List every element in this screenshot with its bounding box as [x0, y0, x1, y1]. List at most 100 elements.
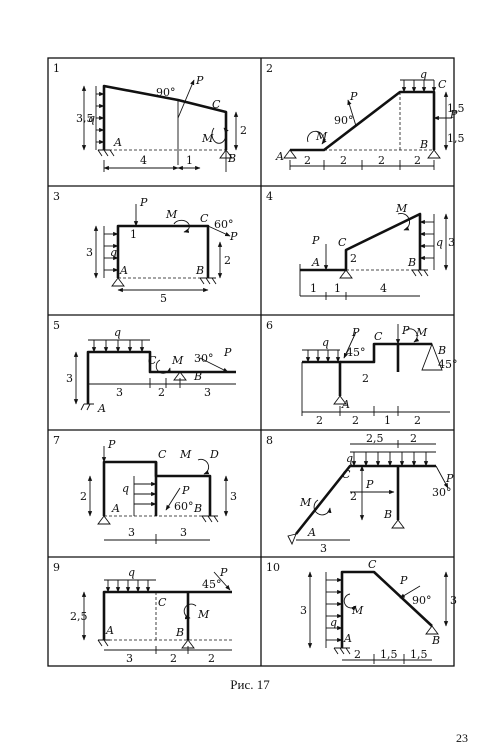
svg-text:2: 2 [266, 62, 273, 75]
svg-text:P: P [401, 324, 410, 337]
svg-text:q: q [114, 326, 121, 339]
svg-text:C: C [158, 596, 167, 609]
svg-text:10: 10 [266, 561, 280, 574]
svg-text:3: 3 [180, 526, 187, 539]
svg-text:3: 3 [128, 526, 135, 539]
svg-text:45°: 45° [346, 346, 366, 359]
svg-text:P: P [219, 566, 228, 579]
svg-text:B: B [195, 264, 204, 277]
figure-caption: Рис. 17 [230, 677, 270, 692]
svg-text:B: B [383, 508, 392, 521]
svg-text:B: B [419, 138, 428, 151]
svg-text:M: M [201, 132, 214, 145]
panel-number: 1 [53, 62, 60, 75]
svg-text:60°: 60° [174, 500, 194, 513]
svg-text:q: q [436, 236, 443, 249]
svg-text:P: P [139, 196, 148, 209]
svg-text:2: 2 [362, 372, 369, 385]
svg-text:4: 4 [140, 154, 147, 167]
svg-text:M: M [197, 608, 210, 621]
svg-text:90°: 90° [156, 86, 176, 99]
svg-text:M: M [315, 130, 328, 143]
svg-text:1: 1 [310, 282, 317, 295]
svg-text:P: P [399, 574, 408, 587]
svg-text:q: q [420, 68, 427, 81]
svg-text:3,5: 3,5 [76, 112, 94, 125]
svg-text:2: 2 [80, 490, 87, 503]
svg-text:C: C [374, 330, 383, 343]
svg-text:A: A [111, 502, 120, 515]
svg-text:B: B [193, 370, 202, 383]
svg-text:2: 2 [414, 414, 421, 427]
svg-text:C: C [438, 78, 447, 91]
svg-text:P: P [181, 484, 190, 497]
page-number: 23 [456, 731, 468, 745]
svg-text:A: A [275, 150, 284, 163]
svg-text:B: B [193, 502, 202, 515]
svg-text:M: M [171, 354, 184, 367]
svg-text:C: C [342, 468, 351, 481]
svg-text:q: q [322, 336, 329, 349]
svg-text:90°: 90° [412, 594, 432, 607]
svg-text:A: A [311, 256, 320, 269]
svg-text:M: M [415, 326, 428, 339]
svg-text:3: 3 [86, 246, 93, 259]
svg-text:3: 3 [204, 386, 211, 399]
svg-text:45°: 45° [438, 358, 458, 371]
svg-text:C: C [200, 212, 209, 225]
panel-10: 10 A B C M P q 90° 3 3 2 1,5 [266, 558, 457, 664]
svg-text:A: A [105, 624, 114, 637]
svg-text:6: 6 [266, 319, 273, 332]
svg-text:P: P [107, 438, 116, 451]
svg-text:2,5: 2,5 [70, 610, 88, 623]
svg-text:1: 1 [130, 228, 137, 241]
svg-text:2: 2 [352, 414, 359, 427]
svg-text:2: 2 [378, 154, 385, 167]
svg-text:M: M [179, 448, 192, 461]
panel-3: 3 A B C M P P q 60° 3 5 2 1 [53, 190, 238, 305]
svg-text:C: C [338, 236, 347, 249]
svg-text:A: A [113, 136, 122, 149]
panel-2: 2 A B C M P P q 90° [266, 62, 465, 170]
svg-text:2,5: 2,5 [366, 432, 384, 445]
svg-text:P: P [195, 74, 204, 87]
svg-text:1,5: 1,5 [447, 132, 465, 145]
svg-text:P: P [223, 346, 232, 359]
svg-text:B: B [175, 626, 184, 639]
svg-text:2: 2 [240, 124, 247, 137]
svg-text:q: q [128, 566, 135, 579]
svg-text:C: C [212, 98, 221, 111]
svg-text:P: P [449, 108, 458, 121]
svg-text:M: M [165, 208, 178, 221]
svg-text:4: 4 [266, 190, 273, 203]
panel-4: 4 A B C M P q 1 1 4 3 2 [266, 190, 455, 300]
svg-text:5: 5 [53, 319, 60, 332]
svg-text:1,5: 1,5 [410, 648, 428, 661]
svg-text:3: 3 [300, 604, 307, 617]
svg-text:30°: 30° [194, 352, 214, 365]
svg-text:A: A [307, 526, 316, 539]
svg-text:1: 1 [186, 154, 193, 167]
svg-text:3: 3 [66, 372, 73, 385]
svg-text:3: 3 [230, 490, 237, 503]
panel-8: 8 A B C M P P q 30° 2,5 [266, 432, 454, 555]
svg-text:B: B [227, 152, 236, 165]
svg-text:A: A [97, 402, 106, 415]
svg-text:2: 2 [410, 432, 417, 445]
svg-text:P: P [349, 90, 358, 103]
svg-text:2: 2 [354, 648, 361, 661]
svg-text:P: P [445, 472, 454, 485]
svg-text:2: 2 [350, 490, 357, 503]
svg-text:2: 2 [316, 414, 323, 427]
svg-text:2: 2 [224, 254, 231, 267]
svg-text:60°: 60° [214, 218, 234, 231]
svg-text:C: C [368, 558, 377, 571]
svg-text:q: q [330, 616, 337, 629]
svg-text:2: 2 [340, 154, 347, 167]
panel-9: 9 A B C M P q 45° 2,5 3 2 2 [53, 561, 232, 665]
svg-text:4: 4 [380, 282, 387, 295]
svg-text:3: 3 [116, 386, 123, 399]
svg-text:C: C [158, 448, 167, 461]
panel-7: 7 A B C D M P P q 60° 2 3 3 3 [53, 434, 237, 544]
